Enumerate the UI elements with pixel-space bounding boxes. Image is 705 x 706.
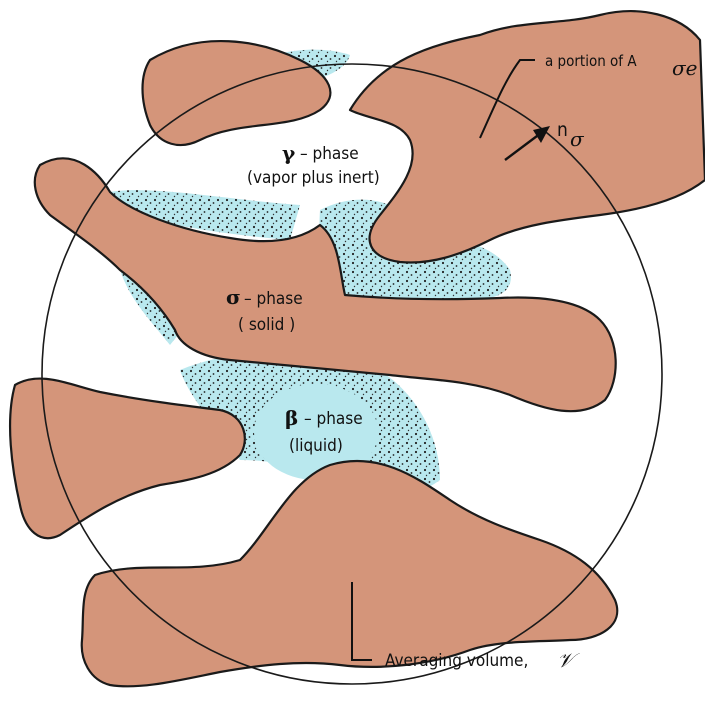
gamma-phase-label: – phase (300, 144, 359, 164)
averaging-volume-label: Averaging volume, (385, 651, 528, 671)
averaging-volume-label-group: Averaging volume, 𝒱 (385, 648, 580, 672)
beta-symbol: β (285, 406, 298, 430)
sigma-symbol: σ (226, 285, 241, 309)
sigma-phase-label: – phase (244, 289, 303, 309)
normal-subscript: σ (570, 127, 585, 151)
beta-phase-label: – phase (304, 409, 363, 429)
solid-grain-top-right (350, 11, 705, 262)
portion-label: a portion of A (545, 52, 637, 70)
gamma-description: (vapor plus inert) (247, 168, 380, 188)
averaging-volume-symbol: 𝒱 (557, 648, 580, 672)
gamma-label-group: γ – phase (vapor plus inert) (247, 141, 380, 188)
beta-description: (liquid) (289, 436, 343, 456)
sigma-description: ( solid ) (238, 315, 295, 335)
normal-label: n (557, 119, 568, 141)
solid-grain-bottom-band (82, 461, 617, 686)
sigma-phase-grains (10, 11, 705, 686)
gamma-symbol: γ (282, 141, 296, 165)
portion-subscript: σe (672, 56, 698, 80)
